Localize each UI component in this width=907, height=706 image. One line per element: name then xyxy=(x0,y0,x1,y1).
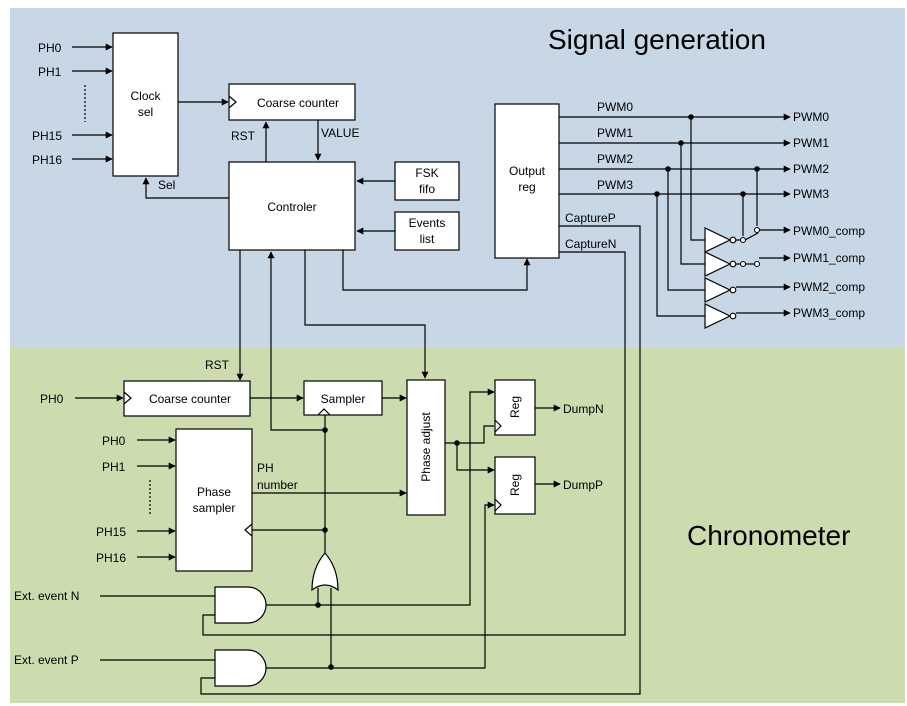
rst-label-top: RST xyxy=(231,129,256,143)
chrono-input-ph0: PH0 xyxy=(40,392,64,406)
coarse-counter-bottom: Coarse counter xyxy=(123,380,251,417)
pwm-output-1: PWM1 xyxy=(793,136,829,150)
comp-output-3: PWM3_comp xyxy=(793,306,865,320)
output-reg-label-2: reg xyxy=(518,180,535,194)
phase-sampler-block: Phase sampler xyxy=(175,428,253,572)
ps-input-ph1: PH1 xyxy=(102,460,126,474)
phase-sampler-inputs: PH0 PH1 PH15 PH16 xyxy=(96,434,176,565)
pwm-output-0: PWM0 xyxy=(793,110,829,124)
clock-sel-label-1: Clock xyxy=(130,89,161,103)
output-reg-label-1: Output xyxy=(509,164,546,178)
capture-n-label: CaptureN xyxy=(565,237,616,251)
ps-input-ph16: PH16 xyxy=(96,551,126,565)
sel-label: Sel xyxy=(158,178,175,192)
rst-label-bottom: RST xyxy=(205,358,230,372)
pwm-line-label-2: PWM2 xyxy=(597,152,633,166)
fsk-label-2: fifo xyxy=(419,182,435,196)
coarse-counter-top: Coarse counter xyxy=(228,83,356,121)
sampler-block: Sampler xyxy=(303,380,383,416)
ext-event-n-label: Ext. event N xyxy=(14,589,79,603)
coarse-counter-bottom-label: Coarse counter xyxy=(149,392,231,406)
controller-label: Controler xyxy=(267,200,316,214)
pwm-line-label-1: PWM1 xyxy=(597,126,633,140)
reg-n-block: Reg xyxy=(494,379,536,436)
and-gate-p xyxy=(214,649,267,687)
phase-adjust-label: Phase adjust xyxy=(419,412,433,482)
events-label-1: Events xyxy=(409,216,446,230)
ph-number-label-1: PH xyxy=(257,461,274,475)
pwm-output-2: PWM2 xyxy=(793,162,829,176)
input-label-ph0: PH0 xyxy=(38,41,62,55)
phase-sampler-label-1: Phase xyxy=(197,485,231,499)
sampler-label: Sampler xyxy=(321,392,366,406)
reg-p-block: Reg xyxy=(494,456,536,515)
events-list-block: Events list xyxy=(394,211,460,251)
pwm-lines: PWM0 PWM1 PWM2 PWM3 PWM0 PWM1 PWM2 PWM3 xyxy=(559,100,829,317)
ps-input-ph15: PH15 xyxy=(96,525,126,539)
phase-adjust-block: Phase adjust xyxy=(406,379,446,516)
output-reg-block: Output reg xyxy=(494,103,560,259)
inverter-buffers: PWM0_comp PWM1_comp PWM2_comp PWM3_comp xyxy=(704,224,865,329)
input-label-ph15: PH15 xyxy=(32,129,62,143)
coarse-counter-top-label: Coarse counter xyxy=(257,96,339,110)
dump-n-label: DumpN xyxy=(563,402,604,416)
comp-output-0: PWM0_comp xyxy=(793,224,865,238)
controller-block: Controler xyxy=(228,161,356,251)
comp-output-1: PWM1_comp xyxy=(793,251,865,265)
clock-sel-label-2: sel xyxy=(138,105,153,119)
reg-p-label: Reg xyxy=(508,474,522,496)
clock-select-inputs: PH0 PH1 PH15 PH16 xyxy=(32,41,113,167)
fsk-label-1: FSK xyxy=(415,166,438,180)
reg-n-label: Reg xyxy=(508,396,522,418)
pwm-line-label-3: PWM3 xyxy=(597,178,633,192)
phase-sampler-label-2: sampler xyxy=(193,501,236,515)
clock-sel-block: Clock sel xyxy=(112,32,179,177)
and-gate-n xyxy=(214,586,267,624)
pwm-output-3: PWM3 xyxy=(793,187,829,201)
signal-generation-title: Signal generation xyxy=(548,24,766,55)
ext-event-p-label: Ext. event P xyxy=(14,653,79,667)
dump-p-label: DumpP xyxy=(563,478,603,492)
comp-output-2: PWM2_comp xyxy=(793,280,865,294)
ph-number-label-2: number xyxy=(257,478,298,492)
fsk-fifo-block: FSK fifo xyxy=(394,161,460,201)
pwm-line-label-0: PWM0 xyxy=(597,100,633,114)
input-label-ph1: PH1 xyxy=(38,65,62,79)
or-gate xyxy=(311,552,339,592)
ps-input-ph0: PH0 xyxy=(102,434,126,448)
value-label: VALUE xyxy=(321,126,359,140)
events-label-2: list xyxy=(420,232,435,246)
capture-p-label: CaptureP xyxy=(565,211,616,225)
input-label-ph16: PH16 xyxy=(32,153,62,167)
chronometer-title: Chronometer xyxy=(687,520,850,551)
